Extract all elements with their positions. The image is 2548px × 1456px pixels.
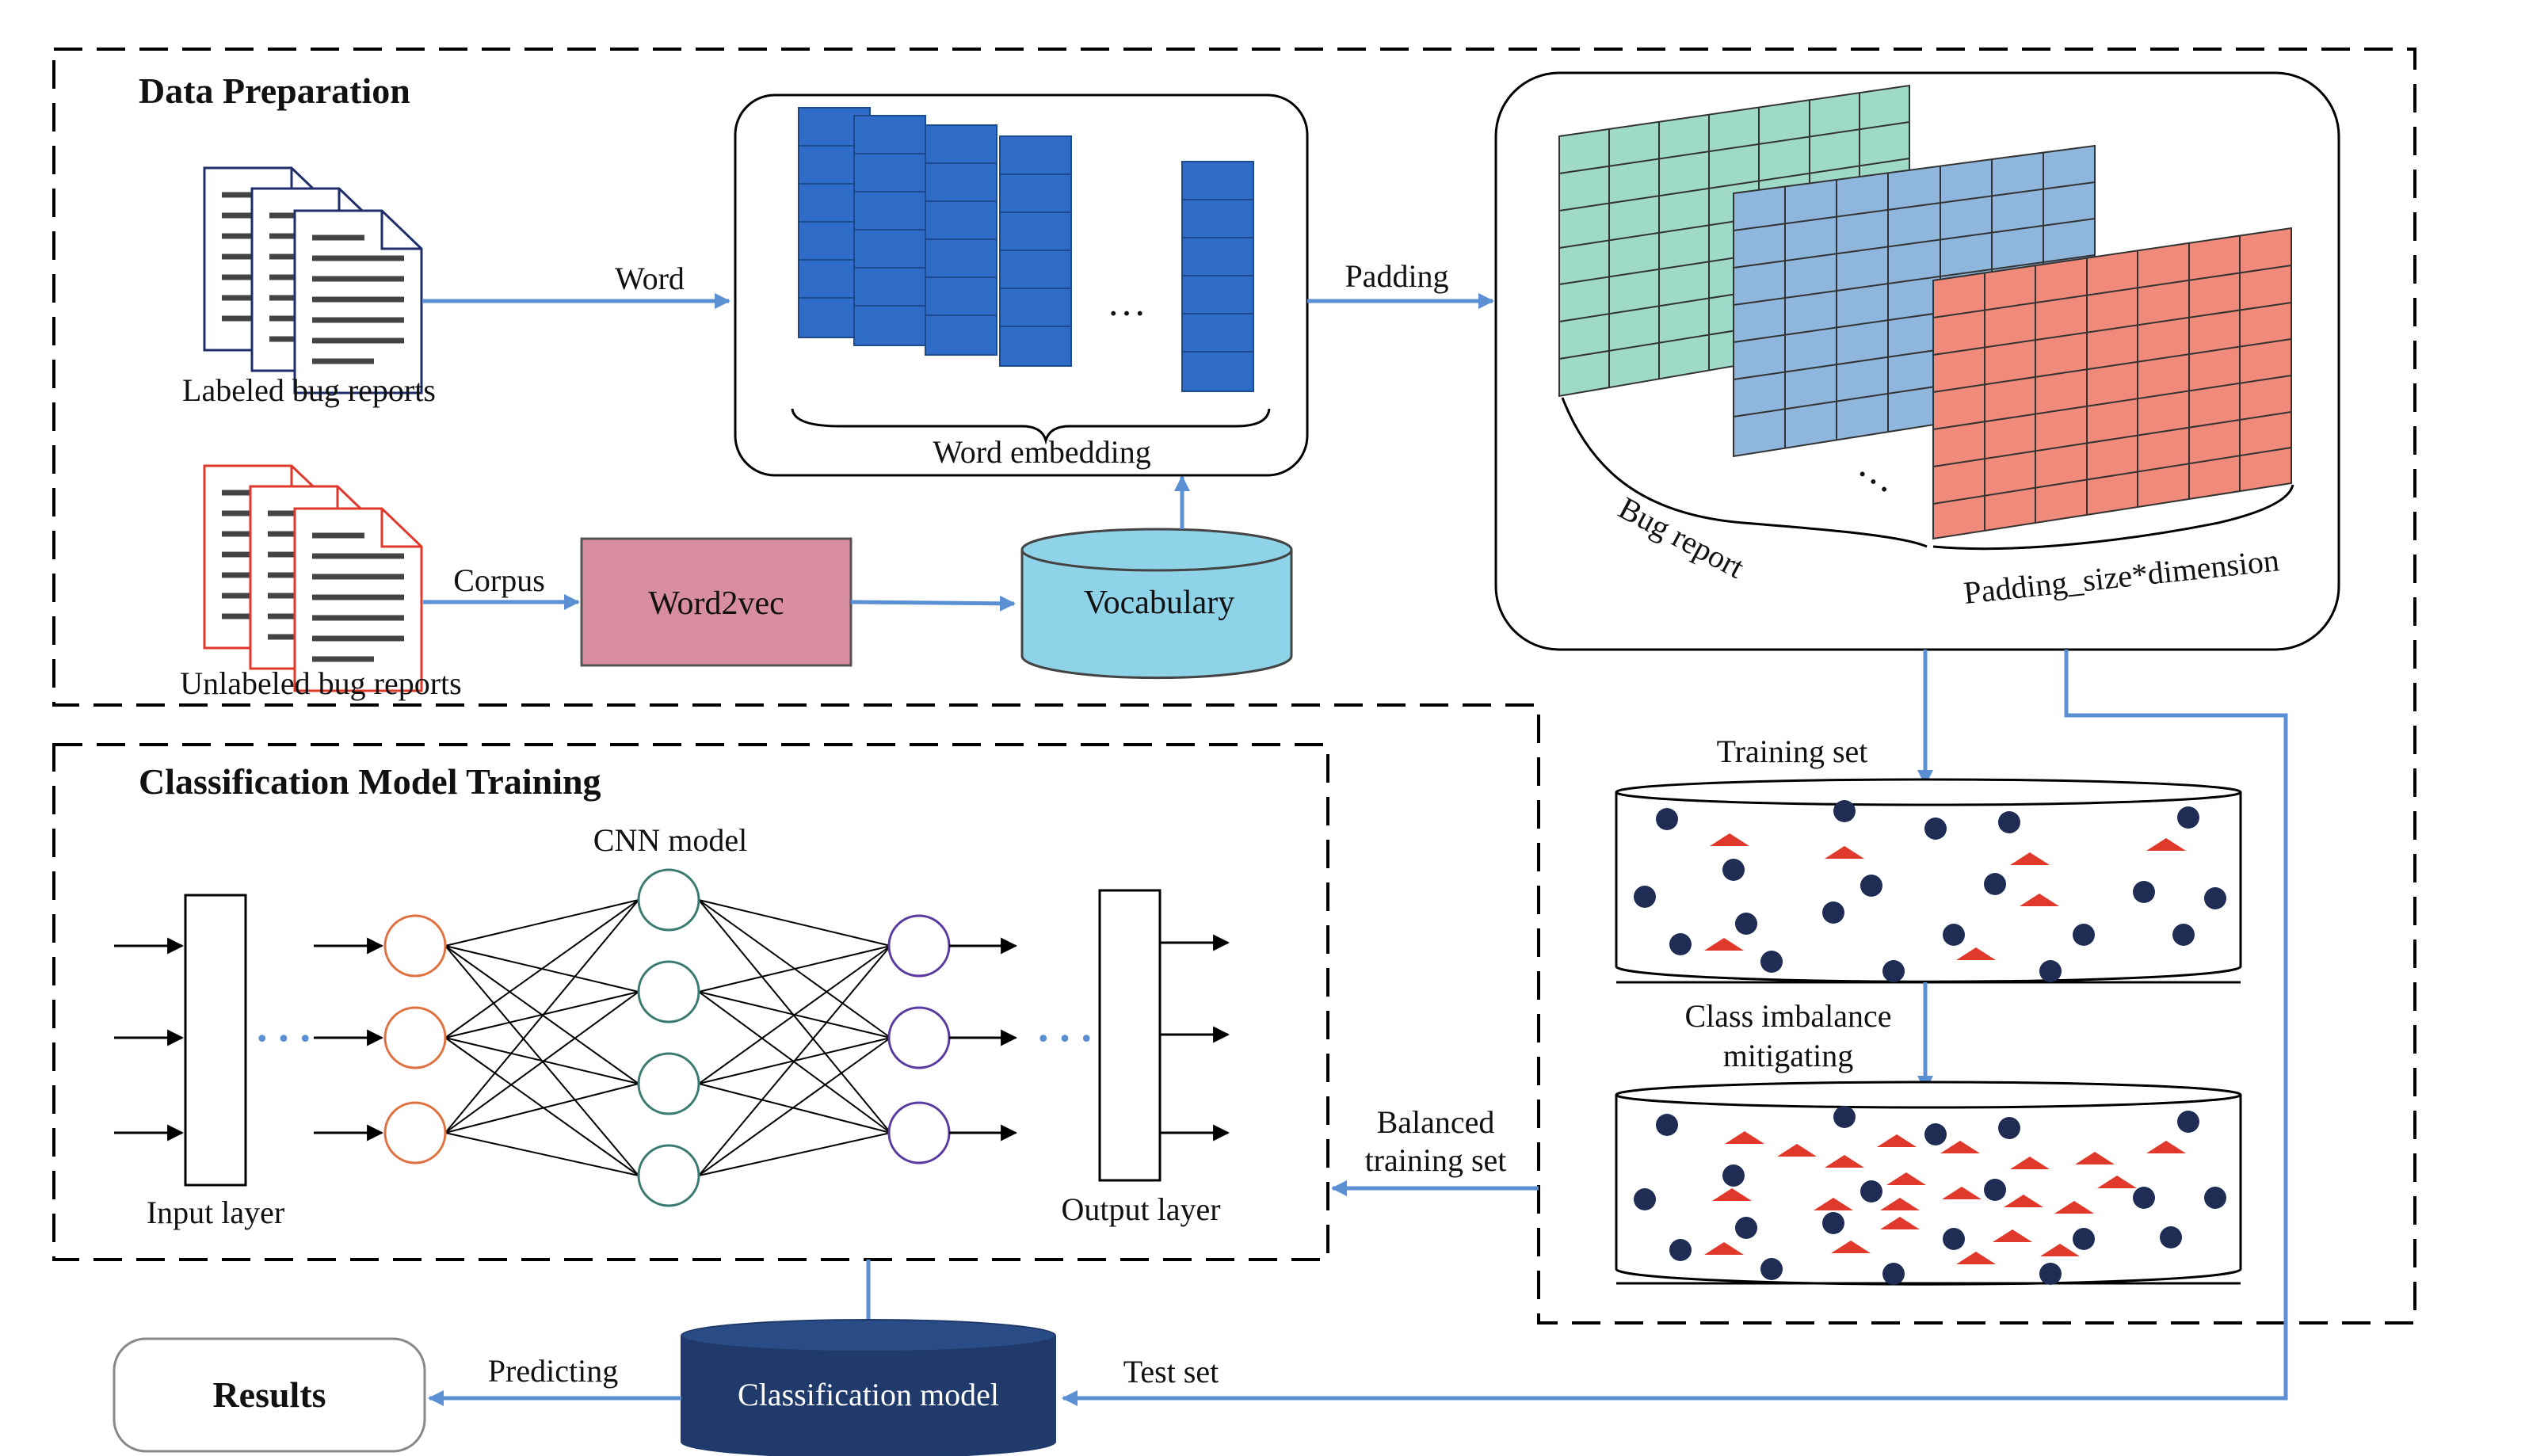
test-set-route (1062, 650, 2288, 1406)
balanced-set-samples (1634, 1106, 2226, 1285)
labeled-document-icon (204, 168, 421, 393)
training-set-minority (1704, 833, 2186, 960)
balanced-label-2: training set (1365, 1142, 1507, 1178)
training-set-label: Training set (1717, 734, 1868, 769)
unlabeled-reports-label: Unlabeled bug reports (180, 665, 461, 701)
word2vec-to-vocabulary-arrow (850, 595, 1016, 612)
hidden-connections (444, 899, 891, 1176)
output-arrows (949, 934, 1230, 1142)
balanced-set-minority (1704, 1131, 2186, 1264)
unlabeled-document-icon (204, 466, 421, 691)
embedding-brace (791, 408, 1271, 445)
vocabulary-database (1020, 528, 1293, 680)
predicting-label: Predicting (488, 1353, 618, 1389)
vocabulary-label: Vocabulary (1084, 585, 1235, 621)
input-arrows (114, 937, 384, 1142)
class-imbalance-label-2: mitigating (1723, 1038, 1853, 1073)
model-training-region (52, 743, 1329, 1261)
bug-report-brace (1561, 397, 1928, 548)
input-layer-box (184, 894, 247, 1187)
model-training-title: Classification Model Training (139, 761, 601, 802)
word2vec-label: Word2vec (648, 585, 784, 622)
word-label: Word (615, 261, 685, 296)
labeled-reports-label: Labeled bug reports (182, 372, 436, 408)
input-neurons (383, 914, 447, 1164)
data-preparation-region (52, 48, 2416, 1325)
padding-label: Padding (1345, 258, 1448, 294)
classification-model-database (681, 1319, 1056, 1456)
test-set-label: Test set (1123, 1354, 1219, 1389)
corpus-label: Corpus (453, 562, 545, 598)
padding-size-brace (1932, 484, 2294, 551)
output-layer-box (1098, 889, 1161, 1182)
balanced-label-1: Balanced (1377, 1104, 1495, 1140)
matrix-red (1932, 227, 2292, 540)
data-preparation-title: Data Preparation (139, 71, 410, 111)
training-set-database (1615, 778, 2242, 984)
input-layer-label: Input layer (147, 1195, 284, 1230)
word-embedding-label: Word embedding (933, 434, 1151, 470)
training-set-samples (1634, 800, 2226, 982)
results-label: Results (212, 1374, 326, 1415)
results-box (113, 1337, 426, 1453)
cnn-model-label: CNN model (593, 822, 747, 858)
output-dots: • • • (1036, 1026, 1093, 1054)
input-dots: • • • (255, 1026, 312, 1054)
classification-model-label: Classification model (738, 1377, 999, 1412)
output-layer-label: Output layer (1061, 1191, 1220, 1227)
hidden-neurons (637, 868, 700, 1207)
class-imbalance-label-1: Class imbalance (1684, 998, 1891, 1034)
output-neurons (887, 914, 951, 1164)
embedding-ellipsis: … (1107, 280, 1146, 324)
word2vec-box (580, 537, 853, 667)
